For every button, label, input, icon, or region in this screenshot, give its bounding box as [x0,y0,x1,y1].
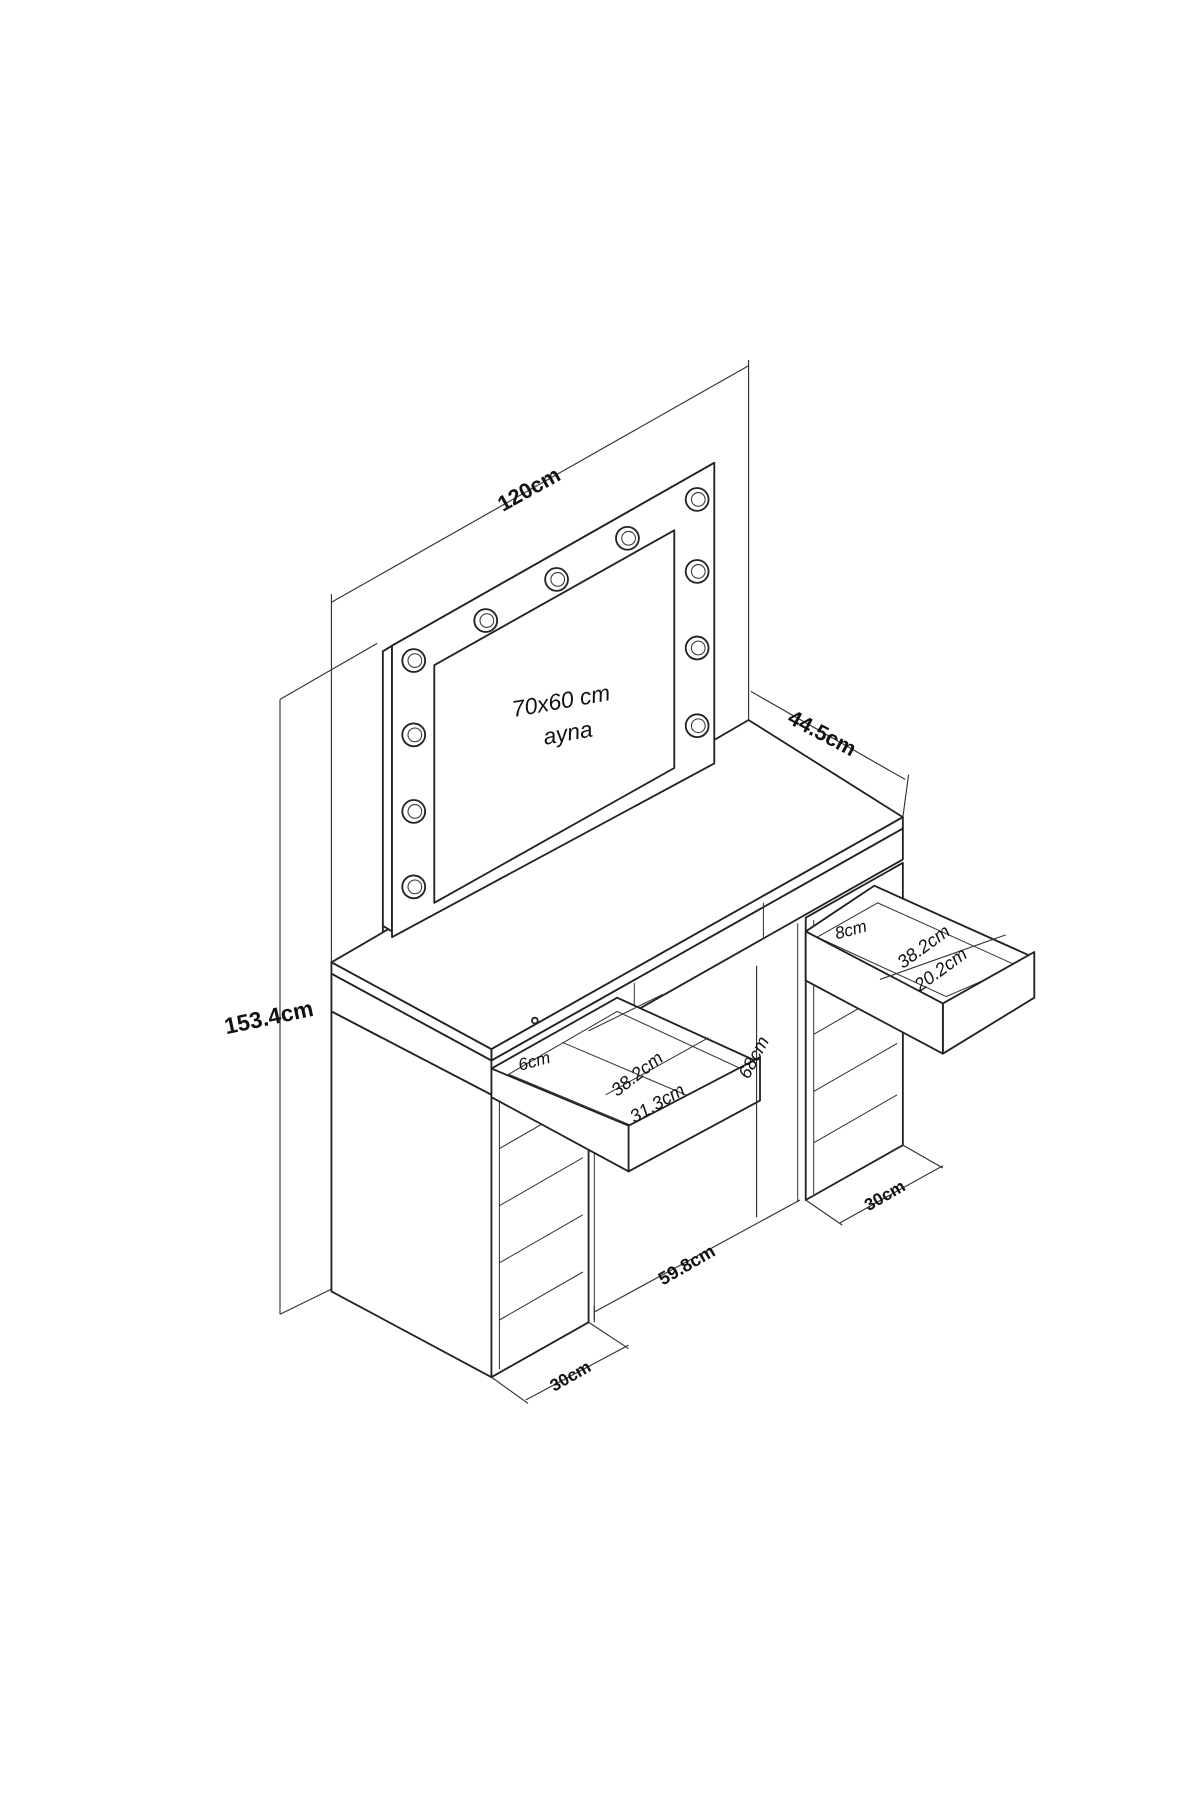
mirror-frame: 70x60 cm ayna [381,461,716,939]
label-knee-width: 59.8cm [654,1240,718,1289]
label-left-pedestal: 30cm [546,1356,594,1395]
mirror-glass [433,529,676,904]
open-center-drawer: 6cm 38.2cm 31.3cm [490,993,761,1173]
dimension-knee-width: 59.8cm [593,1199,801,1323]
label-width: 120cm [493,462,564,517]
label-height: 153.4cm [222,995,316,1039]
label-right-pedestal: 30cm [861,1176,909,1215]
open-side-drawer: 8cm 38.2cm 20.2cm [804,884,1036,1055]
bulb-icons [401,487,710,900]
